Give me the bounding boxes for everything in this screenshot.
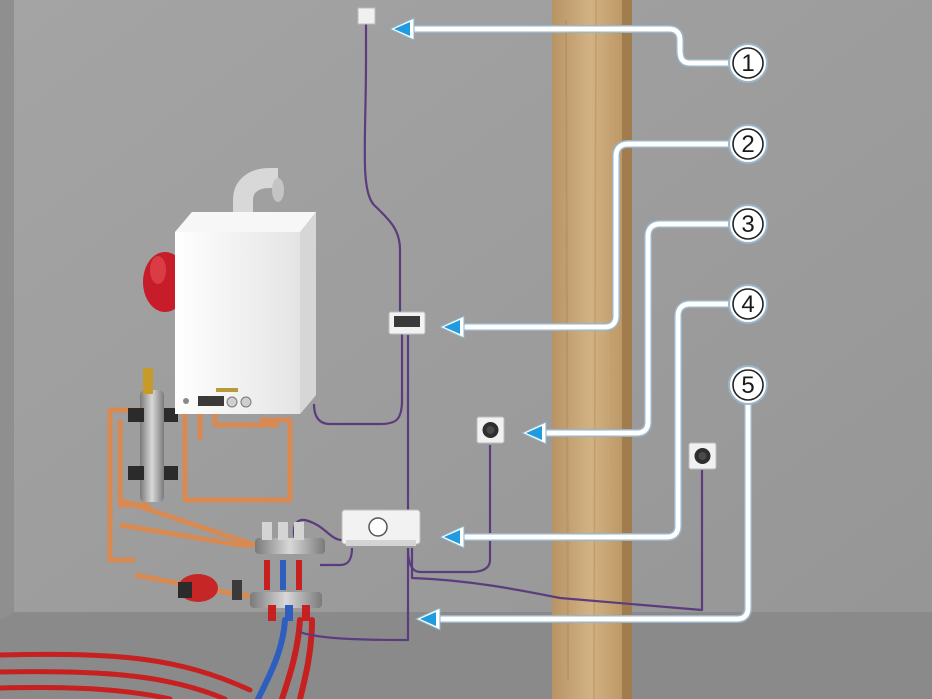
wall-control-panel — [388, 311, 426, 335]
callout-circle-inner — [732, 288, 764, 320]
callout-1: 1 — [388, 17, 768, 83]
manifold — [250, 522, 325, 621]
hydraulic-separator — [128, 368, 178, 502]
callout-arrow-head-fill — [444, 530, 460, 544]
callout-5: 5 — [414, 365, 768, 631]
callout-group: 1 2 3 4 5 — [388, 17, 768, 631]
floor-heating-pipes — [0, 617, 315, 699]
thermostat-right — [688, 442, 717, 470]
floor — [0, 612, 932, 699]
callout-circle-inner — [732, 208, 764, 240]
callout-number: 1 — [741, 50, 754, 77]
callout-leader-line — [412, 26, 748, 66]
wooden-beam — [552, 0, 632, 699]
circulation-pump — [178, 574, 242, 602]
callout-circle-inner — [732, 369, 764, 401]
callout-4: 4 — [438, 284, 768, 549]
callout-circle-inner — [732, 128, 764, 160]
thermostat-left — [476, 416, 505, 444]
callout-arrow-head-fill — [394, 22, 410, 36]
callout-number: 5 — [741, 372, 754, 399]
control-wiring — [292, 22, 704, 642]
callout-leader-line — [544, 221, 748, 436]
side-wall — [0, 0, 14, 620]
flue-pipe — [233, 168, 284, 215]
callout-arrow-head-fill — [526, 426, 542, 440]
gas-boiler — [175, 212, 316, 414]
callout-circle-inner — [732, 47, 764, 79]
callout-number: 2 — [741, 131, 754, 158]
callout-leader-line — [462, 301, 748, 540]
callout-number: 4 — [741, 291, 754, 318]
callout-3: 3 — [520, 204, 768, 445]
callout-leader-line — [462, 141, 748, 330]
callout-arrow-head-fill — [420, 612, 436, 626]
callout-leader-line — [438, 385, 751, 622]
callout-number: 3 — [741, 211, 754, 238]
callout-arrow-head-fill — [444, 320, 460, 334]
wiring-hub — [341, 509, 421, 546]
room-sensor — [357, 7, 376, 25]
callout-2: 2 — [438, 124, 768, 339]
